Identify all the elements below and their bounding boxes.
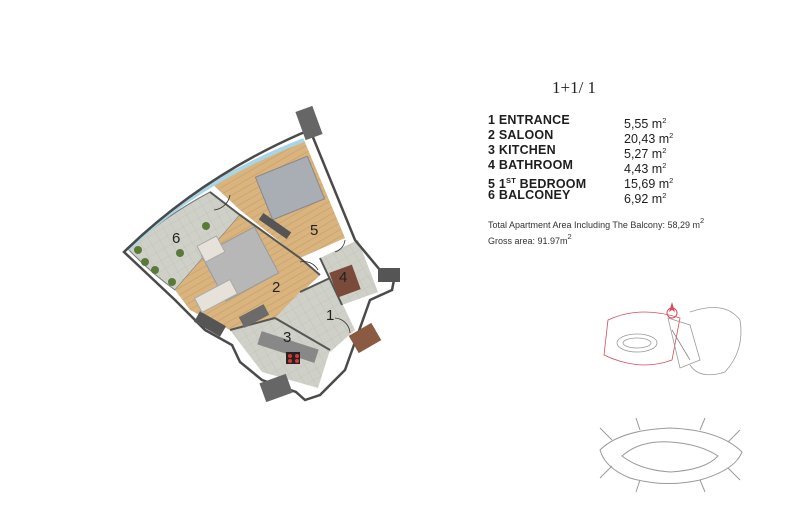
column-right bbox=[378, 268, 400, 282]
bed bbox=[254, 155, 326, 221]
armchair bbox=[196, 235, 226, 263]
compass-icon bbox=[666, 302, 678, 319]
plan-label-6: 6 bbox=[172, 230, 180, 247]
bathroom-floor-mat bbox=[329, 264, 361, 298]
plan-label-5: 5 bbox=[310, 222, 318, 239]
room-row-saloon: 2 SALOON 20,43 m2 bbox=[488, 128, 674, 146]
entrance-rug bbox=[348, 322, 382, 354]
plan-label-3: 3 bbox=[283, 329, 291, 346]
room-row-bathroom: 4 BATHROOM 4,43 m2 bbox=[488, 158, 667, 176]
building-outline-map bbox=[599, 417, 743, 493]
door-swings bbox=[213, 194, 351, 334]
sofa bbox=[193, 278, 239, 314]
site-locator-map bbox=[603, 307, 742, 376]
room-row-balcony: 6 BALCONEY 6,92 m2 bbox=[488, 188, 667, 206]
room-row-bedroom: 5 1ST BEDROOM 15,69 m2 bbox=[488, 176, 674, 191]
plan-label-1: 1 bbox=[326, 307, 334, 324]
room-row-kitchen: 3 KITCHEN 5,27 m2 bbox=[488, 143, 667, 161]
area-totals: Total Apartment Area Including The Balco… bbox=[488, 215, 704, 247]
column-left bbox=[194, 311, 226, 337]
dining-table bbox=[238, 304, 270, 328]
apartment-type-title: 1+1/ 1 bbox=[552, 78, 597, 97]
column-top bbox=[295, 105, 323, 141]
room-row-entrance: 1 ENTRANCE 5,55 m2 bbox=[488, 113, 667, 131]
plan-label-2: 2 bbox=[272, 279, 280, 296]
balcony-plants bbox=[134, 222, 210, 286]
total-area-text: Total Apartment Area Including The Balco… bbox=[488, 216, 705, 230]
gross-area-text: Gross area: 91.97m2 bbox=[488, 232, 572, 246]
entrance-floor bbox=[275, 278, 355, 352]
room-schedule: 1 ENTRANCE 5,55 m2 2 SALOON 20,43 m2 3 K… bbox=[488, 113, 718, 206]
column-bottom bbox=[259, 373, 293, 403]
kitchen-counter bbox=[257, 331, 319, 363]
tv-unit bbox=[258, 212, 292, 240]
interior-walls bbox=[209, 191, 343, 351]
plan-label-4: 4 bbox=[339, 269, 347, 286]
